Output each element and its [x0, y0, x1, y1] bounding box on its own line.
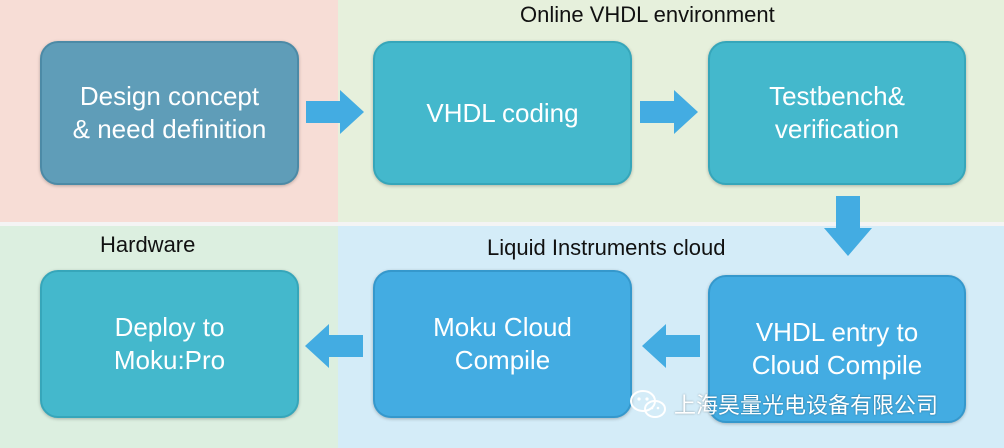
design-concept-box: Design concept & need definition	[40, 41, 299, 185]
arrow-left-icon	[642, 324, 700, 368]
deploy-moku-pro-box: Deploy to Moku:Pro	[40, 270, 299, 418]
cloud-title: Liquid Instruments cloud	[487, 235, 726, 260]
watermark-text: 上海昊量光电设备有限公司	[674, 393, 939, 418]
testbench-verification-box: Testbench& verification	[708, 41, 966, 185]
arrow-right-icon	[640, 90, 698, 134]
hardware-title: Hardware	[100, 232, 196, 257]
wechat-icon	[630, 390, 666, 418]
arrow-right-icon	[306, 90, 364, 134]
vhdl-entry-box: VHDL entry to Cloud Compile	[708, 275, 966, 423]
arrow-down-icon	[824, 196, 872, 256]
arrow-left-icon	[305, 324, 363, 368]
vhdl-coding-box: VHDL coding	[373, 41, 632, 185]
online-vhdl-title: Online VHDL environment	[520, 2, 775, 27]
moku-cloud-compile-box: Moku Cloud Compile	[373, 270, 632, 418]
watermark: 上海昊量光电设备有限公司	[628, 384, 938, 424]
